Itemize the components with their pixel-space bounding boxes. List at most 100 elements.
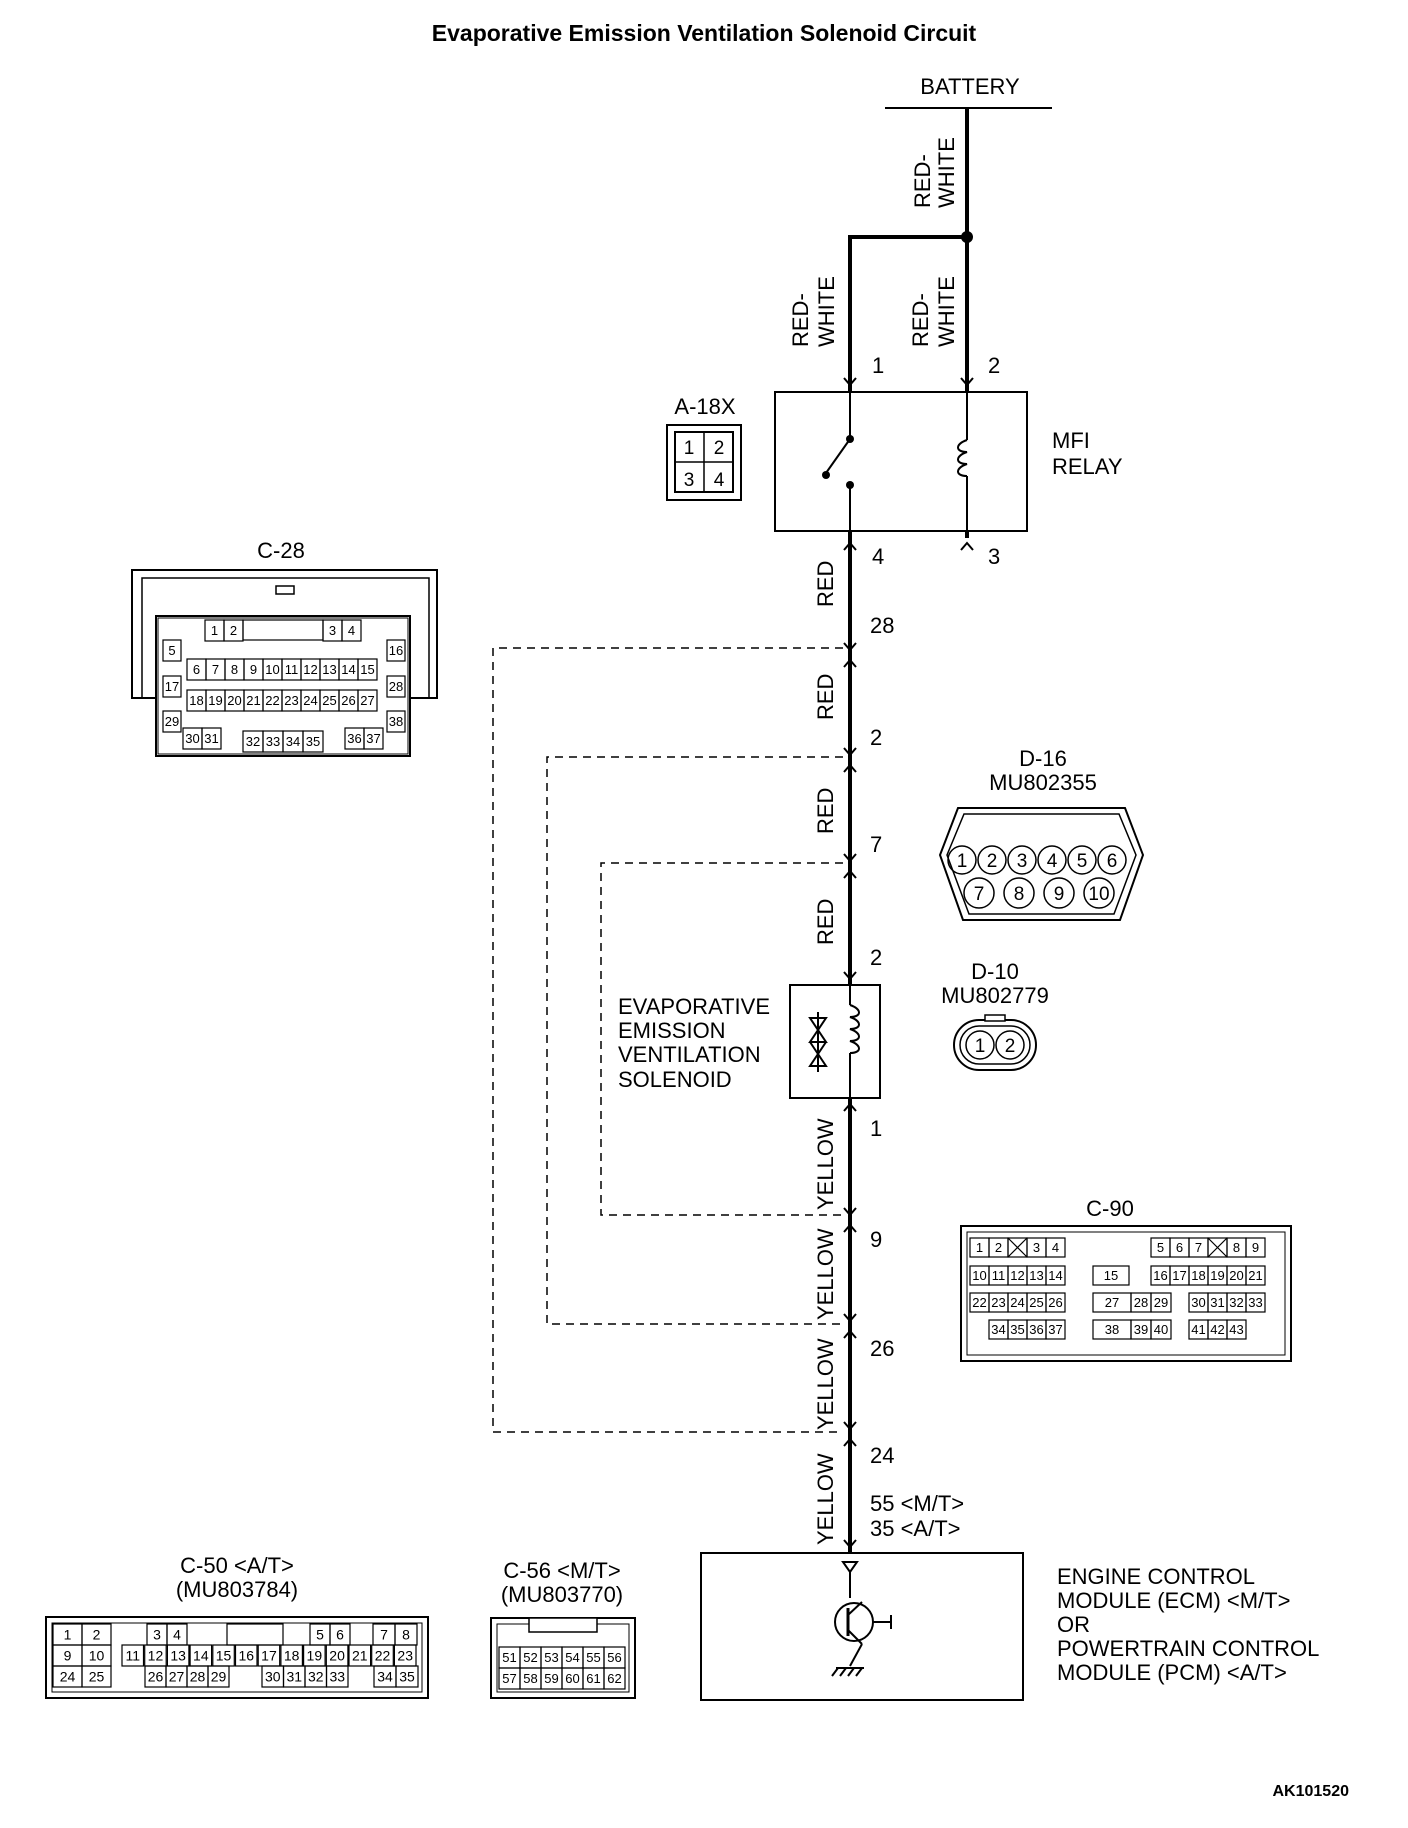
d16-pin-circle (947, 845, 977, 875)
solenoid-label-3: VENTILATION (618, 1042, 761, 1067)
c90-pin-cell (1045, 1265, 1066, 1286)
c28-pin-cell (162, 639, 182, 662)
c28-pin-label: 21 (246, 693, 260, 708)
c28-pin-label: 34 (286, 734, 300, 749)
c50-pin-label: 2 (93, 1627, 101, 1643)
wire-color-left-1: RED- (788, 293, 813, 347)
c28-pin-label: 12 (303, 662, 317, 677)
d16-pin-circle (1067, 845, 1097, 875)
d16-pin-circle (1003, 877, 1035, 909)
c56-pin-label: 54 (565, 1650, 579, 1665)
a18x-pin-2: 2 (714, 438, 725, 459)
pin-relay-2: 2 (988, 353, 1000, 378)
c56-pin-label: 62 (607, 1671, 621, 1686)
c90-pin-label: 31 (1210, 1295, 1224, 1310)
d16-pin-label: 7 (974, 884, 985, 905)
pin-2b: 2 (870, 945, 882, 970)
c50-pin-cell (226, 1623, 284, 1646)
d16-pin-label: 6 (1107, 851, 1118, 872)
d10-name: D-10 (971, 959, 1019, 984)
d16-pin-circle (1097, 845, 1127, 875)
c50-pin-label: 6 (336, 1627, 344, 1643)
c28-pin-label: 6 (193, 662, 200, 677)
c50-pin-label: 17 (261, 1648, 277, 1664)
c50-pin-label: 20 (329, 1648, 345, 1664)
d16-pin-label: 4 (1047, 851, 1058, 872)
c50-pin-cell (121, 1644, 145, 1667)
c50-pin-label: 32 (308, 1669, 324, 1685)
c28-pin-label: 28 (389, 679, 403, 694)
c90-pin-label: 13 (1029, 1268, 1043, 1283)
pin-2a: 2 (870, 725, 882, 750)
c50-pin-label: 16 (238, 1648, 254, 1664)
c50-pin-label: 27 (169, 1669, 185, 1685)
c50-pin-label: 10 (89, 1648, 105, 1664)
pin-7: 7 (870, 832, 882, 857)
d16-pin-circle (1007, 845, 1037, 875)
c56-pin-label: 53 (544, 1650, 558, 1665)
pin-numbers: 1 2 4 3 28 2 7 2 1 9 26 24 55 <M/T> 35 <… (870, 353, 1000, 1541)
c50-pin-label: 14 (193, 1648, 209, 1664)
c50-pin-label: 25 (89, 1669, 105, 1685)
wire-color-left-2: WHITE (814, 276, 839, 347)
c90-pin-label: 7 (1195, 1240, 1202, 1255)
c50-pin-label: 24 (60, 1669, 76, 1685)
c28-pin-label: 20 (227, 693, 241, 708)
c90-pin-cell (1045, 1292, 1066, 1313)
c90-blank-pin-mark (1207, 1237, 1228, 1258)
c56-pin-label: 56 (607, 1650, 621, 1665)
c56-pin-label: 52 (523, 1650, 537, 1665)
c28-pin-label: 3 (329, 623, 336, 638)
c56-pin-label: 60 (565, 1671, 579, 1686)
c28-pin-label: 16 (389, 643, 403, 658)
c28-pin-label: 4 (348, 623, 355, 638)
c56-pin-label: 61 (586, 1671, 600, 1686)
c90-pin-cell (1045, 1237, 1066, 1258)
c90-pin-label: 17 (1172, 1268, 1186, 1283)
c90-pin-label: 3 (1033, 1240, 1040, 1255)
c50-pin-label: 22 (375, 1648, 391, 1664)
dashed-loops (492, 647, 843, 1433)
c90-pin-cell (1245, 1265, 1266, 1286)
c50-pin-cell (348, 1644, 372, 1667)
c90-pin-label: 30 (1191, 1295, 1205, 1310)
ecm-label-1: ENGINE CONTROL (1057, 1564, 1255, 1589)
c50-pin-cell (81, 1665, 112, 1688)
c28-pin-label: 24 (303, 693, 317, 708)
c28-pin-label: 29 (165, 714, 179, 729)
c56-pin-label: 58 (523, 1671, 537, 1686)
c28-pin-label: 17 (165, 679, 179, 694)
c50-pin-label: 33 (329, 1669, 345, 1685)
connector-a18x: A-18X 1 2 3 4 (666, 394, 742, 501)
c90-pin-label: 36 (1029, 1322, 1043, 1337)
c50-pin-label: 26 (148, 1669, 164, 1685)
c50-pin-label: 19 (307, 1648, 323, 1664)
c90-pin-label: 20 (1229, 1268, 1243, 1283)
solenoid-label-1: EVAPORATIVE (618, 994, 770, 1019)
a18x-pin-4: 4 (714, 470, 725, 491)
pin-24: 24 (870, 1443, 894, 1468)
c50-pin-label: 29 (211, 1669, 227, 1685)
c56-pin-cell (603, 1667, 626, 1690)
c90-pin-label: 32 (1229, 1295, 1243, 1310)
c90-pin-cell (1150, 1292, 1172, 1313)
c28-pin-label: 23 (284, 693, 298, 708)
c28-pin-cell (386, 639, 406, 662)
d16-pin-label: 9 (1054, 884, 1065, 905)
wire-color-red-2: RED (813, 674, 838, 720)
connector-d10: D-10 MU802779 1 2 (941, 959, 1049, 1071)
c50-part: (MU803784) (176, 1577, 298, 1602)
d16-pin-label: 2 (987, 851, 998, 872)
pin-1: 1 (870, 1116, 882, 1141)
c50-pin-label: 35 (399, 1669, 415, 1685)
relay-label-1: MFI (1052, 428, 1090, 453)
c90-pin-label: 5 (1157, 1240, 1164, 1255)
c50-pin-cell (207, 1665, 230, 1688)
